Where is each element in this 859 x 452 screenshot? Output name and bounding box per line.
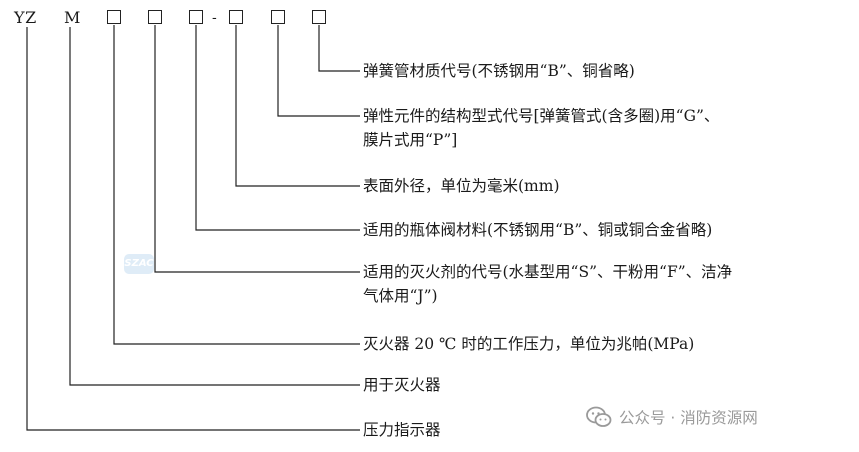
- code-box-valve: [189, 10, 203, 24]
- watermark-text: 公众号 · 消防资源网: [619, 409, 758, 427]
- code-box-diameter: [229, 10, 243, 24]
- watermark: 公众号 · 消防资源网: [585, 403, 758, 431]
- connector-surface-diameter: [235, 25, 360, 187]
- desc-line: 适用的灭火剂的代号(水基型用“S”、干粉用“F”、洁净: [363, 263, 733, 281]
- desc-pressure-indicator: 压力指示器: [363, 418, 441, 442]
- code-box-material: [312, 10, 326, 24]
- wechat-icon: [586, 406, 612, 427]
- desc-line: 灭火器 20 ℃ 时的工作压力，单位为兆帕(MPa): [363, 335, 695, 353]
- code-box-element: [271, 10, 285, 24]
- desc-working-pressure: 灭火器 20 ℃ 时的工作压力，单位为兆帕(MPa): [363, 332, 694, 356]
- code-letter-m: M: [64, 8, 81, 27]
- desc-line: 膜片式用“P”]: [363, 131, 458, 149]
- desc-agent-code: 适用的灭火剂的代号(水基型用“S”、干粉用“F”、洁净 气体用“J”): [363, 260, 732, 308]
- code-prefix-yz: YZ: [14, 8, 37, 27]
- connector-elastic-element: [277, 25, 360, 117]
- connector-for-extinguisher: [69, 27, 360, 386]
- desc-surface-diameter: 表面外径，单位为毫米(mm): [363, 174, 560, 198]
- desc-line: 适用的瓶体阀材料(不锈钢用“B”、铜或铜合金省略): [363, 221, 713, 239]
- code-box-agent: [148, 10, 162, 24]
- desc-line: 压力指示器: [363, 421, 441, 439]
- desc-line: 弹性元件的结构型式代号[弹簧管式(含多圈)用“G”、: [363, 107, 720, 125]
- connector-pressure-indicator: [26, 27, 360, 431]
- desc-valve-material: 适用的瓶体阀材料(不锈钢用“B”、铜或铜合金省略): [363, 218, 712, 242]
- connector-spring-material: [318, 25, 360, 72]
- desc-line: 弹簧管材质代号(不锈钢用“B”、铜省略): [363, 62, 635, 80]
- code-separator: -: [212, 10, 217, 26]
- connector-working-pressure: [113, 25, 360, 345]
- desc-spring-material: 弹簧管材质代号(不锈钢用“B”、铜省略): [363, 59, 635, 83]
- desc-line: 表面外径，单位为毫米(mm): [363, 177, 560, 195]
- connector-valve-material: [195, 25, 360, 231]
- desc-elastic-element: 弹性元件的结构型式代号[弹簧管式(含多圈)用“G”、 膜片式用“P”]: [363, 104, 719, 152]
- code-box-pressure: [107, 10, 121, 24]
- desc-line: 气体用“J”): [363, 287, 438, 305]
- connector-agent-code: [154, 25, 360, 273]
- desc-for-extinguisher: 用于灭火器: [363, 373, 441, 397]
- szac-logo: SZAC: [124, 254, 154, 274]
- desc-line: 用于灭火器: [363, 376, 441, 394]
